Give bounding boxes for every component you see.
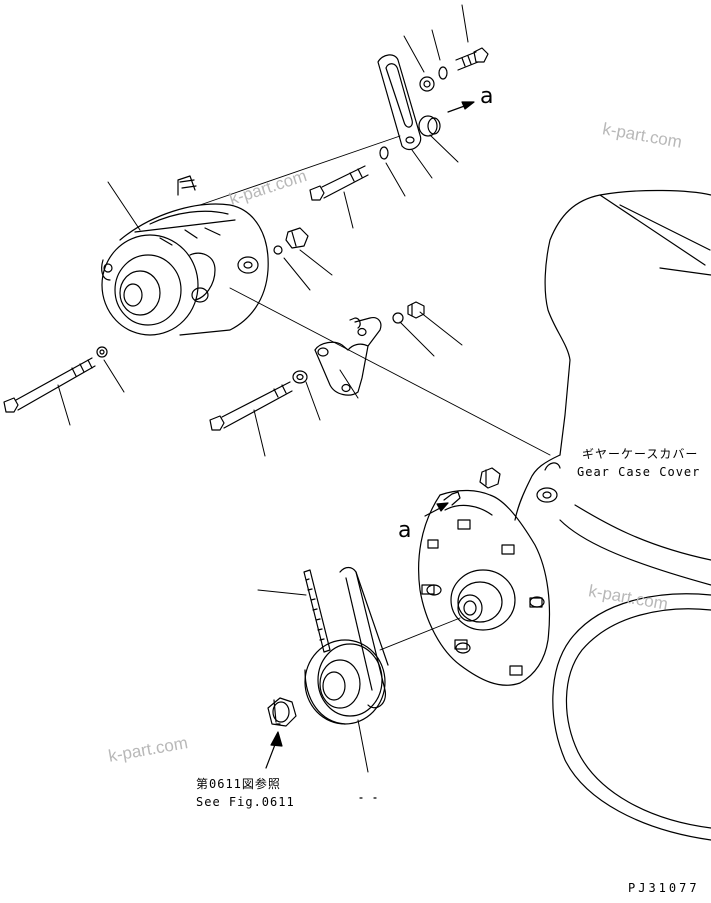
engine-block-outline [544, 189, 711, 456]
v-belt [303, 566, 389, 709]
flat-washer-top [419, 76, 435, 92]
arrow-a-top [447, 101, 475, 113]
arrow-a-top-label: a [480, 84, 494, 109]
washer-middle [292, 370, 308, 384]
leader-lines [57, 4, 469, 773]
drawing-code: PJ31077 [628, 881, 700, 895]
washer-bracket [392, 312, 404, 324]
arrow-a-bottom [424, 491, 461, 517]
pulley-nut [267, 697, 297, 727]
bolt-top [455, 47, 489, 71]
see-fig-arrow [265, 731, 283, 769]
centerlines [199, 135, 551, 651]
gear-case-cover-label-jp: ギヤーケースカバー [582, 447, 699, 461]
see-fig-label-en: See Fig.0611 [196, 795, 295, 809]
arrow-a-bottom-label: a [398, 518, 412, 543]
spring-washer-top [438, 66, 448, 80]
gear-case-plate [418, 489, 551, 686]
spacer-collar [418, 115, 441, 137]
spring-washer-upper [379, 146, 389, 160]
washer-alternator [273, 245, 283, 255]
adjusting-strap [377, 54, 422, 151]
nut-alternator [285, 227, 309, 249]
gear-case-nut [479, 467, 501, 489]
gear-case-cover-label-en: Gear Case Cover [577, 465, 701, 479]
washer-lower [96, 346, 108, 358]
alternator [101, 175, 269, 336]
gear-case-cover [514, 454, 711, 841]
crank-pulley [304, 639, 386, 725]
long-bolt-lower [3, 357, 96, 413]
bolt-middle [209, 381, 293, 431]
mounting-bracket [314, 317, 382, 396]
nut-bracket [407, 301, 425, 319]
bolt-upper-long [309, 165, 369, 201]
see-fig-label-jp: 第0611図参照 [196, 777, 281, 791]
